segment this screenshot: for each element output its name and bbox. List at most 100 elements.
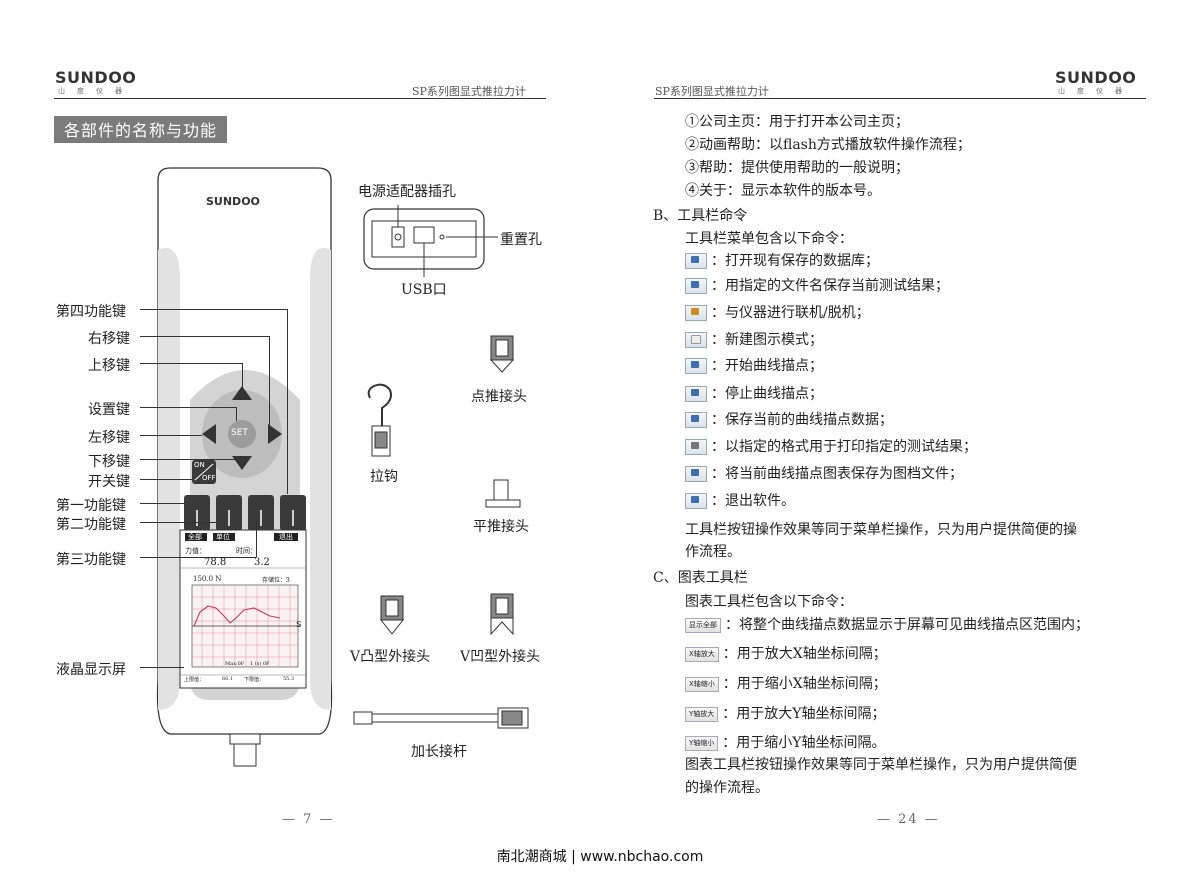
set-key-label: SET	[231, 428, 248, 438]
save-data-icon	[685, 412, 707, 428]
toolbar-item-stop: ：停止曲线描点；	[685, 383, 823, 403]
label-fn4: 第四功能键	[56, 304, 126, 320]
header-title-right: SP系列图显式推拉力计	[655, 85, 769, 98]
label-hook: 拉钩	[370, 469, 398, 485]
header-title-left: SP系列图显式推拉力计	[412, 85, 526, 98]
on-key-label: ON	[194, 461, 205, 469]
leader-up-h	[140, 363, 242, 364]
label-down: 下移键	[88, 454, 130, 470]
screen-store: 存储位：3	[262, 577, 290, 584]
toolbar-intro: 工具栏菜单包含以下命令：	[685, 231, 853, 247]
chart-item-xzoomout: X轴缩小：用于缩小X轴坐标间隔；	[685, 673, 887, 693]
screen-tab-2: 单位	[216, 533, 230, 541]
screen-lower-label: 下限值：	[244, 677, 265, 683]
leader-set-h	[140, 407, 236, 408]
screen-upper-value: 66.1	[222, 676, 234, 682]
y-zoom-in-button: Y轴放大	[685, 706, 719, 722]
label-reset-hole: 重置孔	[500, 232, 542, 248]
section-c-title: C、图表工具栏	[653, 570, 748, 586]
off-key-label: OFF	[202, 474, 216, 482]
label-lcd: 液晶显示屏	[56, 662, 126, 678]
leader-fn2	[140, 522, 216, 523]
label-power-port: 电源适配器插孔	[358, 184, 456, 200]
screen-tab-1: 全部	[188, 533, 202, 541]
label-point-push: 点推接头	[471, 389, 527, 405]
leader-fn4-v	[287, 309, 288, 494]
open-db-icon	[685, 253, 707, 269]
leader-right-h	[140, 336, 269, 337]
export-image-icon	[685, 466, 707, 482]
label-right: 右移键	[88, 331, 130, 347]
chart-intro: 图表工具栏包含以下命令：	[685, 594, 853, 610]
brand-logo-left: SUNDOO	[55, 68, 137, 87]
leader-fn3-h	[140, 557, 256, 558]
help-item-1: ①公司主页：用于打开本公司主页；	[685, 114, 909, 130]
help-item-4: ④关于：显示本软件的版本号。	[685, 183, 881, 199]
leader-lcd	[140, 667, 184, 668]
header-rule-right	[654, 98, 1146, 99]
leader-up-v	[242, 363, 243, 389]
x-zoom-in-button: X轴放大	[685, 646, 719, 662]
stop-plot-icon	[685, 386, 707, 402]
leader-fn3-v	[256, 520, 257, 557]
v-concave-icon	[490, 593, 514, 636]
label-flat-push: 平推接头	[473, 519, 529, 535]
footer-watermark: 南北潮商城 | www.nbchao.com	[496, 849, 704, 865]
leader-down	[140, 459, 240, 460]
v-convex-icon	[379, 595, 405, 635]
toolbar-item-connect: ：与仪器进行联机/脱机；	[685, 302, 870, 322]
screen-time-label: 时间：	[236, 547, 257, 555]
new-chart-icon	[685, 332, 707, 348]
label-power-key: 开关键	[88, 474, 130, 490]
page-number-left: — 7 —	[282, 812, 335, 827]
toolbar-item-save-data: ：保存当前的曲线描点数据；	[685, 409, 893, 429]
label-left: 左移键	[88, 430, 130, 446]
leader-fn1	[140, 503, 184, 504]
toolbar-item-new: ：新建图示模式；	[685, 329, 823, 349]
start-plot-icon	[685, 358, 707, 374]
save-icon	[685, 278, 707, 294]
y-zoom-out-button: Y轴缩小	[685, 735, 719, 751]
leader-left	[140, 435, 202, 436]
leader-fn4-h	[140, 309, 287, 310]
label-up: 上移键	[88, 358, 130, 374]
toolbar-item-print: ：以指定的格式用于打印指定的测试结果；	[685, 436, 977, 456]
exit-icon	[685, 493, 707, 509]
brand-logo-right: SUNDOO	[1055, 68, 1137, 87]
label-v-convex: V凸型外接头	[350, 649, 431, 665]
screen-tab-4: 退出	[279, 533, 293, 541]
chart-item-xzoomin: X轴放大：用于放大X轴坐标间隔；	[685, 643, 887, 663]
label-fn1: 第一功能键	[56, 498, 126, 514]
screen-upper-label: 上限值：	[184, 677, 205, 683]
toolbar-item-open: ：打开现有保存的数据库；	[685, 250, 879, 270]
leader-right-v	[269, 336, 270, 431]
label-extension: 加长接杆	[411, 744, 467, 760]
chart-note-1: 图表工具栏按钮操作效果等同于菜单栏操作，只为用户提供简便	[685, 757, 1077, 773]
brand-sub-left: 山度仪器	[58, 87, 134, 95]
print-icon	[685, 439, 707, 455]
screen-time-value: 3.2	[254, 557, 270, 568]
toolbar-item-start: ：开始曲线描点；	[685, 355, 823, 375]
device-brand: SUNDOO	[206, 195, 260, 208]
connect-icon	[685, 305, 707, 321]
show-all-button: 显示全部	[685, 617, 721, 633]
label-fn3: 第三功能键	[56, 552, 126, 568]
page-number-right: — 24 —	[877, 812, 940, 827]
screen-legend-2: 1 (s) 0F	[250, 661, 270, 667]
screen-force-label: 力值：	[185, 547, 206, 555]
chart-note-2: 的操作流程。	[685, 780, 769, 796]
toolbar-note-2: 作流程。	[685, 544, 741, 560]
screen-x-axis: S	[296, 620, 302, 629]
section-b-title: B、工具栏命令	[653, 208, 748, 224]
section-title: 各部件的名称与功能	[54, 116, 228, 143]
header-rule-left	[54, 98, 546, 99]
label-set: 设置键	[88, 402, 130, 418]
toolbar-item-exit: ：退出软件。	[685, 490, 795, 510]
toolbar-item-export: ：将当前曲线描点图表保存为图档文件；	[685, 463, 963, 483]
chart-item-fit: 显示全部：将整个曲线描点数据显示于屏幕可见曲线描点区范围内；	[685, 614, 1089, 634]
screen-peak: 150.0 N	[193, 575, 222, 583]
label-fn2: 第二功能键	[56, 517, 126, 533]
screen-lower-value: 55.3	[283, 676, 295, 682]
port-panel	[363, 205, 498, 277]
help-item-2: ②动画帮助：以flash方式播放软件操作流程；	[685, 137, 971, 153]
